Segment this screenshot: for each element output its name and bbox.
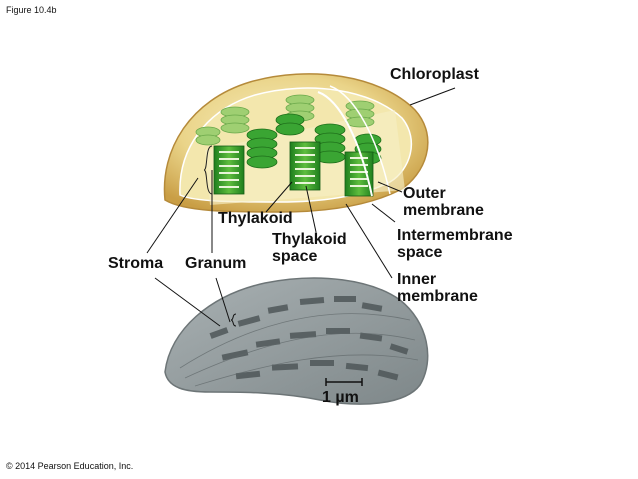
leader-intermembrane	[371, 203, 396, 223]
label-inner-membrane-line2: membrane	[397, 287, 478, 305]
label-granum: Granum	[185, 255, 247, 272]
label-chloroplast: Chloroplast	[390, 66, 479, 83]
leader-thylakoid-space	[305, 185, 317, 233]
label-intermembrane-line2: space	[397, 243, 443, 261]
label-outer-membrane-line2: membrane	[403, 201, 484, 219]
leader-lines	[146, 87, 456, 327]
copyright-text: © 2014 Pearson Education, Inc.	[6, 461, 134, 471]
label-intermembrane-line1: Intermembrane	[397, 227, 513, 244]
label-intermembrane-space: Intermembrane space	[397, 227, 513, 262]
micrograph-body	[164, 277, 429, 405]
micrograph-granum-brace	[230, 313, 237, 327]
micrograph-lamellae	[179, 313, 419, 387]
leader-inner-membrane	[345, 203, 393, 279]
leader-outer-membrane	[377, 181, 403, 193]
label-inner-membrane: Inner membrane	[397, 271, 478, 306]
label-inner-membrane-line1: Inner	[397, 271, 437, 288]
granum-bracket	[203, 145, 213, 195]
scale-bar	[325, 378, 363, 386]
label-outer-membrane-line1: Outer	[403, 185, 446, 202]
label-thylakoid-space: Thylakoid space	[272, 231, 347, 266]
label-scale-bar: 1 µm	[322, 389, 359, 406]
leader-stroma-down	[154, 277, 221, 327]
granum-stack-side	[344, 151, 374, 197]
label-outer-membrane: Outer membrane	[403, 185, 484, 220]
inner-membrane-edge	[317, 91, 373, 197]
granum-stack-left	[213, 145, 245, 195]
leader-granum-down	[215, 277, 231, 323]
outer-membrane-edge	[329, 85, 391, 195]
label-thylakoid-space-line1: Thylakoid	[272, 231, 347, 248]
micrograph-grana	[209, 296, 409, 381]
chloroplast-cutaway	[163, 73, 429, 213]
leader-thylakoid	[265, 181, 293, 213]
label-thylakoid-space-line2: space	[272, 247, 318, 265]
leader-chloroplast	[409, 87, 456, 106]
figure-label: Figure 10.4b	[6, 5, 57, 15]
granum-stack-right	[289, 141, 321, 191]
electron-micrograph	[164, 277, 429, 405]
label-stroma: Stroma	[108, 255, 164, 272]
label-thylakoid: Thylakoid	[218, 210, 293, 227]
leader-stroma-up	[146, 177, 199, 254]
